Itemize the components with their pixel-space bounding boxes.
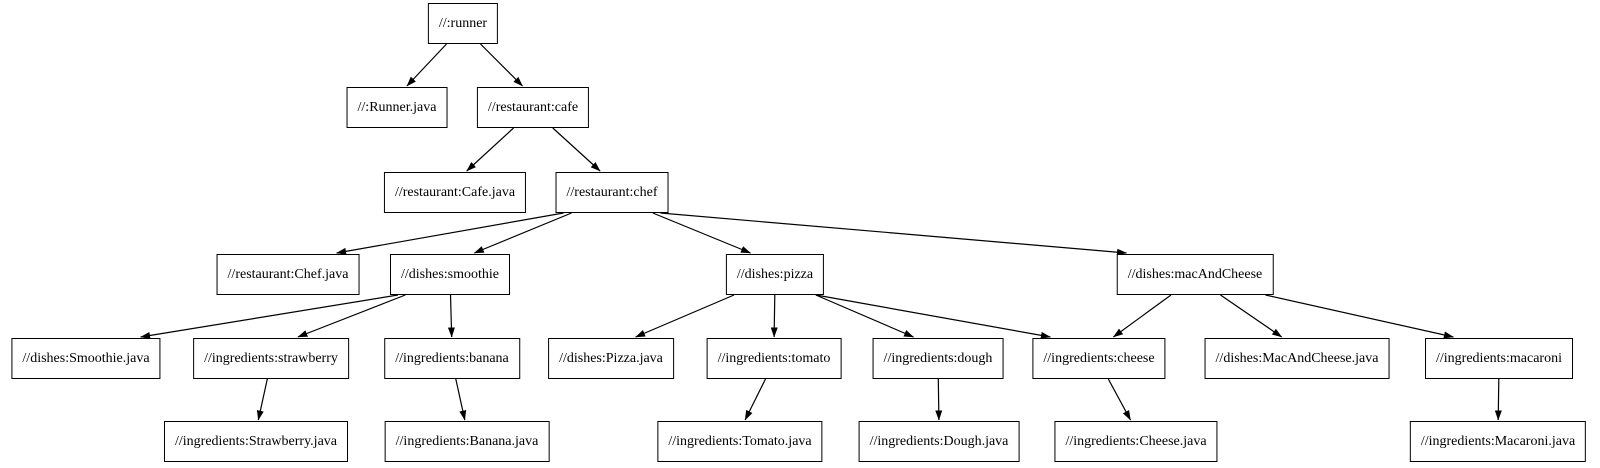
- graph-edge-smoothie-to-strawberry: [297, 294, 406, 338]
- graph-node-macandcheese: //dishes:macAndCheese: [1116, 254, 1274, 295]
- graph-edge-smoothie-to-banana: [447, 294, 455, 338]
- graph-edge-dough-to-dough-java: [935, 378, 943, 421]
- graph-edge-macaroni-to-macaroni-java: [1494, 378, 1502, 421]
- graph-edge-strawberry-to-strawberry-java: [256, 378, 268, 421]
- graph-edge-pizza-to-dough: [815, 294, 914, 338]
- graph-node-chef: //restaurant:chef: [555, 172, 669, 213]
- graph-node-smoothie: //dishes:smoothie: [390, 254, 510, 295]
- graph-node-runner: //:runner: [427, 3, 499, 44]
- graph-node-cheese: //ingredients:cheese: [1032, 338, 1166, 379]
- graph-node-cheese-java: //ingredients:Cheese.java: [1054, 421, 1218, 462]
- graph-node-banana: //ingredients:banana: [384, 338, 520, 379]
- graph-edge-chef-to-smoothie: [473, 212, 572, 254]
- graph-node-cafe: //restaurant:cafe: [476, 87, 590, 128]
- graph-edge-cafe-to-chef: [552, 127, 601, 172]
- graph-node-strawberry-java: //ingredients:Strawberry.java: [164, 421, 348, 462]
- graph-node-chef-java: //restaurant:Chef.java: [216, 254, 360, 295]
- graph-edge-runner-to-cafe: [480, 43, 523, 87]
- graph-node-runner-java: //:Runner.java: [346, 87, 448, 128]
- graph-edge-pizza-to-cheese: [815, 294, 1051, 339]
- graph-node-tomato: //ingredients:tomato: [706, 338, 842, 379]
- graph-edge-chef-to-pizza: [652, 212, 751, 254]
- graph-node-macaroni-java: //ingredients:Macaroni.java: [1409, 421, 1587, 462]
- graph-node-macaroni: //ingredients:macaroni: [1425, 338, 1573, 379]
- graph-edge-macandcheese-to-cheese: [1112, 294, 1172, 338]
- graph-edge-chef-to-chef-java: [336, 212, 564, 255]
- graph-node-pizza-java: //dishes:Pizza.java: [548, 338, 674, 379]
- graph-node-dough: //ingredients:dough: [872, 338, 1004, 379]
- graph-node-dough-java: //ingredients:Dough.java: [858, 421, 1020, 462]
- graph-edge-cafe-to-cafe-java: [466, 127, 514, 172]
- graph-edge-cheese-to-cheese-java: [1107, 378, 1132, 421]
- graph-edge-smoothie-to-smoothie-java: [140, 294, 399, 339]
- graph-node-banana-java: //ingredients:Banana.java: [384, 421, 550, 462]
- graph-node-pizza: //dishes:pizza: [725, 254, 825, 295]
- graph-node-cafe-java: //restaurant:Cafe.java: [383, 172, 527, 213]
- graph-edge-runner-to-runner-java: [406, 43, 447, 87]
- graph-edge-chef-to-macandcheese: [660, 212, 1127, 256]
- graph-edge-tomato-to-tomato-java: [744, 378, 767, 421]
- graph-node-strawberry: //ingredients:strawberry: [193, 338, 349, 379]
- graph-edge-macandcheese-to-macandcheese-java: [1220, 294, 1283, 338]
- graph-edge-macandcheese-to-macaroni: [1265, 294, 1454, 339]
- graph-node-smoothie-java: //dishes:Smoothie.java: [11, 338, 161, 379]
- graph-node-macandcheese-java: //dishes:MacAndCheese.java: [1204, 338, 1390, 379]
- graph-edge-banana-to-banana-java: [455, 378, 467, 421]
- graph-node-tomato-java: //ingredients:Tomato.java: [657, 421, 823, 462]
- graph-edge-pizza-to-tomato: [770, 294, 778, 338]
- graph-edge-pizza-to-pizza-java: [635, 294, 735, 338]
